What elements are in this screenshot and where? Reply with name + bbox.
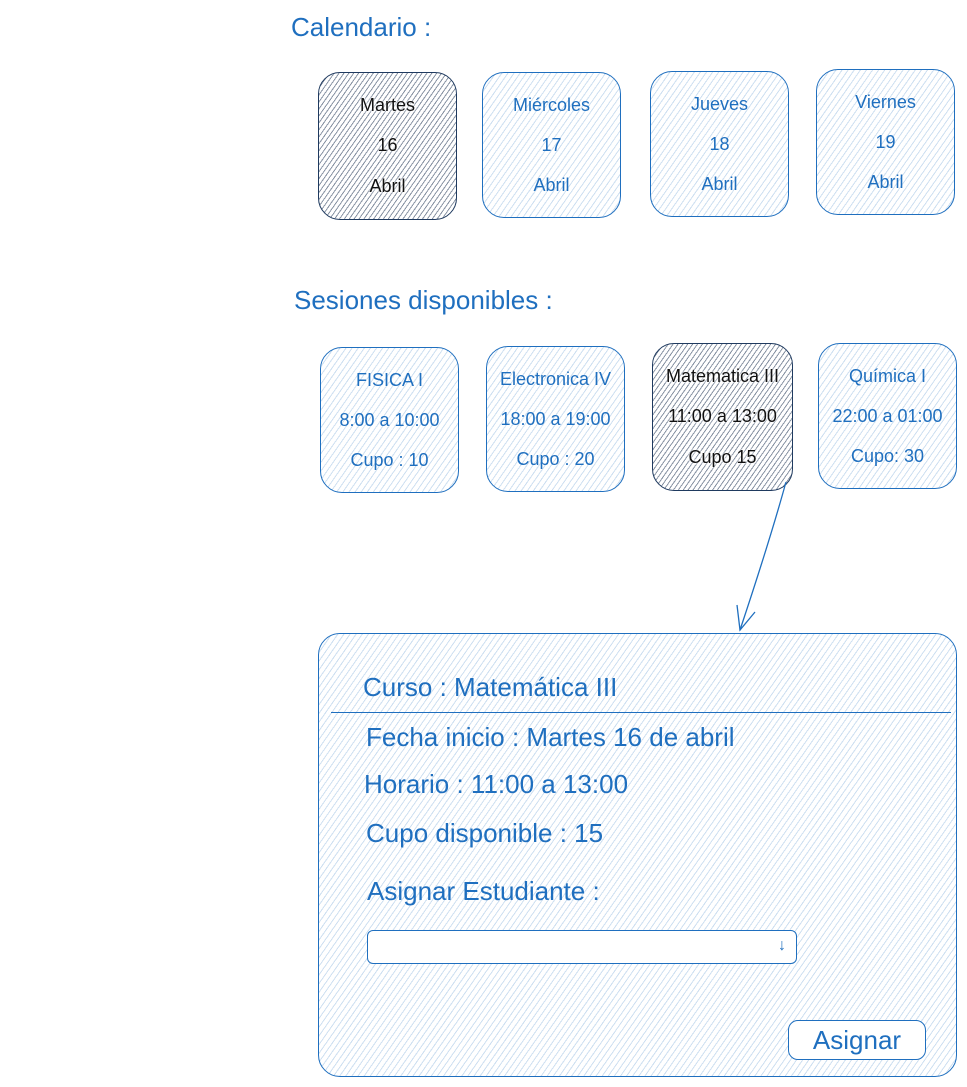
day-month: Abril (867, 171, 904, 192)
session-card-quimica[interactable]: Química I 22:00 a 01:00 Cupo: 30 (818, 343, 957, 489)
day-card-martes[interactable]: Martes 16 Abril (318, 72, 457, 220)
student-select[interactable]: ↓ (367, 930, 797, 964)
session-card-fisica[interactable]: FISICA I 8:00 a 10:00 Cupo : 10 (320, 347, 459, 493)
day-number: 17 (541, 134, 562, 155)
day-weekday: Jueves (690, 93, 749, 114)
arrow-down-icon: ↓ (778, 937, 786, 954)
day-weekday: Viernes (855, 91, 916, 112)
session-course: Matematica III (665, 365, 780, 386)
day-card-miercoles[interactable]: Miércoles 17 Abril (482, 72, 621, 218)
session-course: Química I (848, 365, 927, 386)
day-month: Abril (701, 173, 738, 194)
day-month: Abril (369, 176, 406, 197)
detail-course: Curso : Matemática III (363, 672, 618, 702)
detail-schedule: Horario : 11:00 a 13:00 (364, 769, 629, 799)
session-cupo: Cupo : 20 (516, 448, 595, 469)
day-card-viernes[interactable]: Viernes 19 Abril (816, 69, 955, 215)
session-time: 22:00 a 01:00 (832, 405, 943, 426)
session-time: 18:00 a 19:00 (500, 408, 611, 429)
day-number: 18 (709, 133, 730, 154)
detail-available: Cupo disponible : 15 (366, 818, 604, 848)
day-month: Abril (533, 174, 570, 195)
day-weekday: Martes (359, 94, 415, 115)
session-cupo: Cupo 15 (688, 447, 757, 468)
session-cupo: Cupo: 30 (850, 445, 925, 466)
session-time: 11:00 a 13:00 (668, 406, 777, 427)
session-time: 8:00 a 10:00 (339, 409, 440, 430)
session-card-matematica[interactable]: Matematica III 11:00 a 13:00 Cupo 15 (652, 343, 793, 491)
day-weekday: Miércoles (512, 94, 591, 115)
session-course: Electronica IV (499, 368, 612, 389)
session-cupo: Cupo : 10 (350, 449, 429, 470)
assign-student-label: Asignar Estudiante : (367, 876, 600, 906)
day-number: 19 (875, 131, 896, 152)
detail-start-date: Fecha inicio : Martes 16 de abril (366, 722, 735, 752)
day-number: 16 (377, 135, 398, 156)
calendar-title: Calendario : (291, 12, 432, 42)
session-course: FISICA I (355, 369, 424, 390)
day-card-jueves[interactable]: Jueves 18 Abril (650, 71, 789, 217)
assign-button[interactable]: Asignar (788, 1020, 926, 1060)
session-card-electronica[interactable]: Electronica IV 18:00 a 19:00 Cupo : 20 (486, 346, 625, 492)
session-detail-panel: Curso : Matemática III Fecha inicio : Ma… (318, 633, 957, 1077)
sessions-title: Sesiones disponibles : (294, 285, 553, 315)
detail-divider (331, 712, 951, 713)
